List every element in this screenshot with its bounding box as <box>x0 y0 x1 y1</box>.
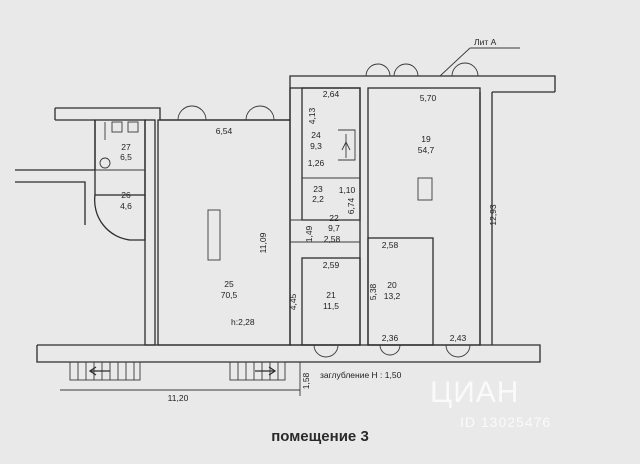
dim-1109: 11,09 <box>258 232 268 253</box>
room-25-walls <box>157 105 291 346</box>
room-24-area: 9,3 <box>310 141 322 151</box>
dim-674: 6,74 <box>346 197 356 214</box>
dim-413: 4,13 <box>307 107 317 124</box>
dim-264: 2,64 <box>323 89 340 99</box>
right-rooms-walls <box>365 62 481 358</box>
dim-110: 1,10 <box>339 185 356 195</box>
room-27-26-walls <box>94 119 156 346</box>
room-23-number: 23 <box>313 184 323 194</box>
room-25-number: 25 <box>224 279 234 289</box>
room-20-area: 13,2 <box>384 291 401 301</box>
room-21-area: 11,5 <box>323 301 339 311</box>
room-19-area: 54,7 <box>418 145 435 155</box>
watermark-id: ID 13025476 <box>460 414 552 430</box>
dim-1293: 12,93 <box>488 204 498 226</box>
room-22-area: 9,7 <box>328 223 340 233</box>
plan-caption: помещение 3 <box>271 428 369 445</box>
room-26-area: 4,6 <box>120 201 132 211</box>
room-27-number: 27 <box>121 142 131 152</box>
dimension-labels: 6,54 11,09 h:2,28 2,64 4,13 1,26 1,10 6,… <box>168 89 498 403</box>
room-19-number: 19 <box>421 134 431 144</box>
dim-445: 4,45 <box>288 293 298 310</box>
watermark-brand: ЦИАН <box>430 376 520 409</box>
liter-label: Лит А <box>474 37 497 47</box>
room-20-number: 20 <box>387 280 397 290</box>
room-27-area: 6,5 <box>120 152 132 162</box>
dim-h228: h:2,28 <box>231 317 255 327</box>
dim-259: 2,59 <box>323 260 340 270</box>
exterior-walls <box>15 75 556 363</box>
depth-note: заглубление H : 1,50 <box>320 370 402 380</box>
dim-243: 2,43 <box>450 333 467 343</box>
middle-rooms-walls <box>289 87 361 358</box>
dim-236: 2,36 <box>382 333 399 343</box>
dim-126: 1,26 <box>308 158 325 168</box>
dim-258a: 2,58 <box>324 234 341 244</box>
dim-570: 5,70 <box>420 93 437 103</box>
room-labels: 27 6,5 26 4,6 25 70,5 24 9,3 23 2,2 22 9… <box>120 130 434 311</box>
dim-149: 1,49 <box>304 225 314 242</box>
room-21-number: 21 <box>326 290 336 300</box>
room-25-area: 70,5 <box>221 290 238 300</box>
room-23-area: 2,2 <box>312 194 324 204</box>
dim-538: 5,38 <box>368 283 378 300</box>
room-22-number: 22 <box>329 213 339 223</box>
dim-158: 1,58 <box>301 372 311 389</box>
dim-258b: 2,58 <box>382 240 399 250</box>
room-24-number: 24 <box>311 130 321 140</box>
dim-654: 6,54 <box>216 126 233 136</box>
entrance-stairs <box>60 361 301 396</box>
room-26-number: 26 <box>121 190 131 200</box>
dim-1120: 11,20 <box>168 393 189 403</box>
liter-leader-line <box>439 47 471 77</box>
